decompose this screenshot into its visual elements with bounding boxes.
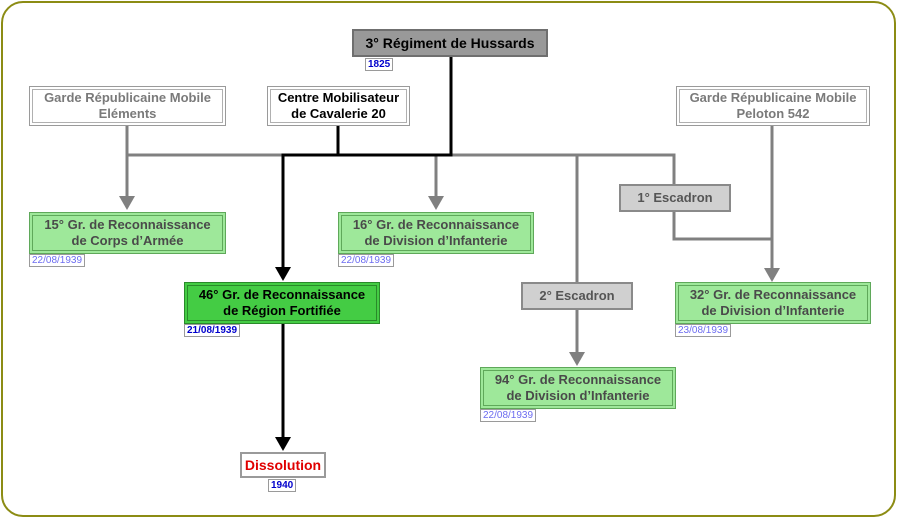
date-badge-gr94: 22/08/1939 [480, 409, 537, 422]
arrow-gr46 [275, 267, 291, 281]
arrow-gr15 [119, 196, 135, 210]
node-esc1[interactable]: 1° Escadron [619, 184, 731, 212]
node-3e-regiment-hussards[interactable]: 3° Régiment de Hussards [352, 29, 548, 57]
node-grm-elements[interactable]: Garde Républicaine Mobile Eléments [29, 86, 226, 126]
date-badge-gr46: 21/08/1939 [184, 324, 241, 337]
date-badge-gr16: 22/08/1939 [338, 254, 395, 267]
edge-esc1-gr32 [672, 211, 772, 241]
node-gr15[interactable]: 15° Gr. de Reconnaissance de Corps d’Arm… [29, 212, 226, 254]
node-gr46[interactable]: 46° Gr. de Reconnaissance de Région Fort… [184, 282, 380, 324]
node-dissolution[interactable]: Dissolution [240, 452, 326, 478]
node-gr16[interactable]: 16° Gr. de Reconnaissance de Division d’… [338, 212, 534, 254]
arrow-gr94 [569, 352, 585, 366]
arrow-gr16 [428, 196, 444, 210]
date-badge-gr15: 22/08/1939 [29, 254, 86, 267]
arrow-dissolution [275, 437, 291, 451]
date-badge-root: 1825 [365, 58, 394, 71]
node-gr32[interactable]: 32° Gr. de Reconnaissance de Division d’… [675, 282, 871, 324]
node-esc2[interactable]: 2° Escadron [521, 282, 633, 310]
date-badge-dissolution: 1940 [268, 479, 297, 492]
node-grm-peloton[interactable]: Garde Républicaine Mobile Peloton 542 [676, 86, 870, 126]
node-cmc20[interactable]: Centre Mobilisateur de Cavalerie 20 [267, 86, 410, 126]
node-gr94[interactable]: 94° Gr. de Reconnaissance de Division d’… [480, 367, 676, 409]
arrow-gr32 [764, 268, 780, 282]
date-badge-gr32: 23/08/1939 [675, 324, 732, 337]
edge-root-gr46 [281, 57, 453, 270]
edge-weak-backbone [127, 153, 676, 186]
